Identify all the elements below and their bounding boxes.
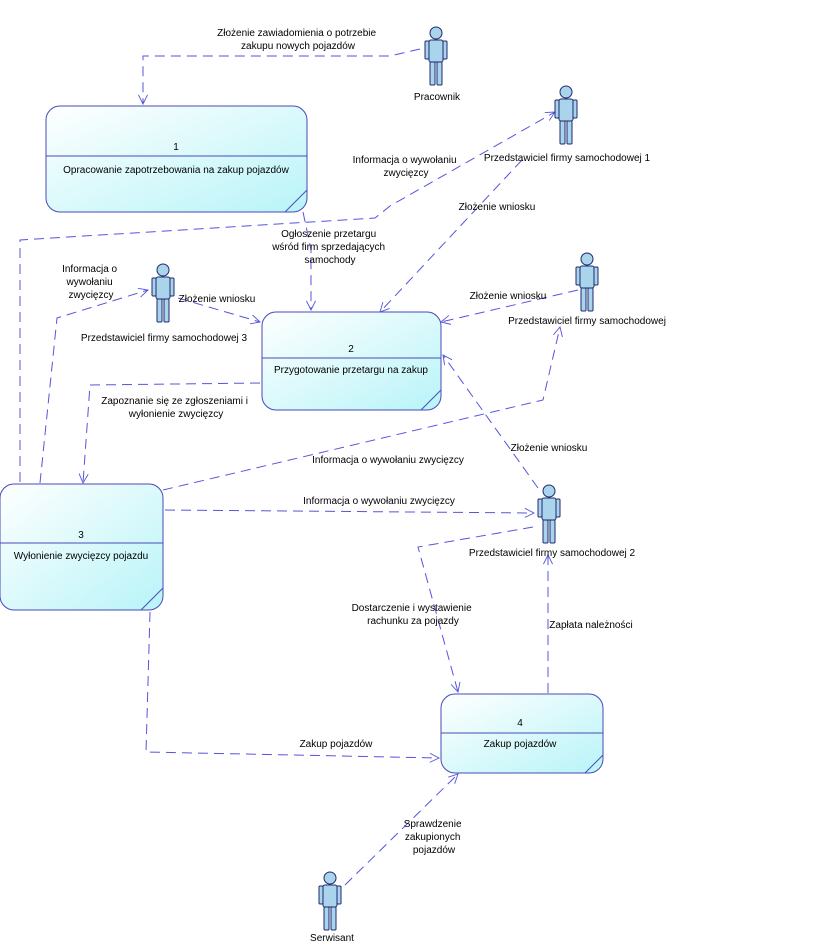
actor-serwisant-icon: [318, 871, 342, 931]
flow-wniosek-firma3-line: [177, 297, 260, 322]
actor-firma-label: Przedstawiciel firmy samochodowej: [508, 316, 666, 327]
actor-serwisant-label: Serwisant: [310, 933, 354, 944]
flow-lines: [19, 48, 579, 886]
process-3-name: Wyłonienie zwycięzcy pojazdu: [14, 551, 148, 562]
flow-info-firma3-label: Informacja o wywołaniu zwycięzcy: [62, 264, 120, 301]
flow-zakup-line: [145, 611, 439, 758]
actor-firma1-label: Przedstawiciel firmy samochodowej 1: [484, 153, 651, 164]
flow-info-firma1-label: Informacja o wywołaniu zwycięzcy: [353, 155, 460, 179]
actor-pracownik-icon: [424, 26, 448, 86]
actor-pracownik-label: Pracownik: [414, 92, 461, 103]
flow-wniosek-firma2-label: Złożenie wniosku: [511, 443, 588, 454]
flow-dostarczenie-label: Dostarczenie i wystawienie rachunku za p…: [352, 603, 475, 627]
flow-wniosek-firma-label: Złożenie wniosku: [470, 291, 547, 302]
flow-labels: Złożenie zawiadomienia o potrzebie zakup…: [62, 28, 633, 856]
flow-wniosek-firma3-label: Złożenie wniosku: [179, 294, 256, 305]
process-1[interactable]: 1 Opracowanie zapotrzebowania na zakup p…: [45, 105, 308, 213]
flow-ogloszenie-line: [302, 211, 311, 310]
flow-wniosek-firma1-label: Złożenie wniosku: [459, 202, 536, 213]
flow-zawiadomienie-line: [143, 48, 421, 104]
flow-wniosek-firma-line: [441, 289, 579, 322]
flow-zaplata-label: Zapłata należności: [549, 620, 632, 631]
flow-info-firma2-label: Informacja o wywołaniu zwycięzcy: [303, 496, 455, 507]
process-1-number: 1: [173, 142, 179, 153]
actor-firma1[interactable]: Przedstawiciel firmy samochodowej 1: [484, 85, 651, 164]
flow-wniosek-firma1-line: [380, 159, 523, 312]
actor-firma2[interactable]: Przedstawiciel firmy samochodowej 2: [469, 484, 636, 559]
flow-dostarczenie-line: [417, 526, 534, 692]
flow-info-firma2-line: [164, 510, 534, 513]
flow-info-firma-label: Informacja o wywołaniu zwycięzcy: [312, 455, 464, 466]
flow-zawiadomienie-label: Złożenie zawiadomienia o potrzebie zakup…: [217, 28, 379, 52]
process-1-name: Opracowanie zapotrzebowania na zakup poj…: [63, 165, 289, 176]
process-4-number: 4: [517, 718, 523, 729]
process-4-name: Zakup pojazdów: [484, 739, 558, 750]
flow-zapoznanie-line: [83, 382, 261, 483]
actor-firma-icon: [575, 252, 599, 312]
process-2-number: 2: [348, 344, 354, 355]
process-3[interactable]: 3 Wyłonienie zwycięzcy pojazdu: [0, 483, 164, 611]
actor-firma3[interactable]: Przedstawiciel firmy samochodowej 3: [81, 263, 248, 344]
process-2[interactable]: 2 Przygotowanie przetargu na zakup: [261, 311, 442, 411]
actor-firma3-icon: [151, 263, 175, 323]
flow-info-firma1-line: [19, 112, 555, 482]
actor-firma3-label: Przedstawiciel firmy samochodowej 3: [81, 333, 248, 344]
actor-firma2-icon: [537, 484, 561, 544]
flow-sprawdzenie-label: Sprawdzenie zakupionych pojazdów: [404, 819, 465, 856]
flow-sprawdzenie-line: [344, 774, 458, 886]
actor-firma[interactable]: Przedstawiciel firmy samochodowej: [508, 252, 666, 327]
process-2-name: Przygotowanie przetargu na zakup: [274, 365, 428, 376]
flow-info-firma-line: [162, 327, 560, 491]
actor-serwisant[interactable]: Serwisant: [310, 871, 354, 944]
actor-pracownik[interactable]: Pracownik: [414, 26, 461, 103]
actor-firma1-icon: [554, 85, 578, 145]
flow-zakup-label: Zakup pojazdów: [300, 739, 374, 750]
flow-ogloszenie-label: Ogłoszenie przetargu wśród firm sprzedaj…: [271, 229, 388, 266]
flow-wniosek-firma2-line: [443, 355, 539, 489]
process-3-number: 3: [78, 530, 84, 541]
flow-info-firma3-line: [39, 290, 148, 484]
flow-zapoznanie-label: Zapoznanie się ze zgłoszeniami i wyłonie…: [101, 396, 251, 420]
process-4[interactable]: 4 Zakup pojazdów: [440, 693, 604, 774]
actor-firma2-label: Przedstawiciel firmy samochodowej 2: [469, 548, 636, 559]
